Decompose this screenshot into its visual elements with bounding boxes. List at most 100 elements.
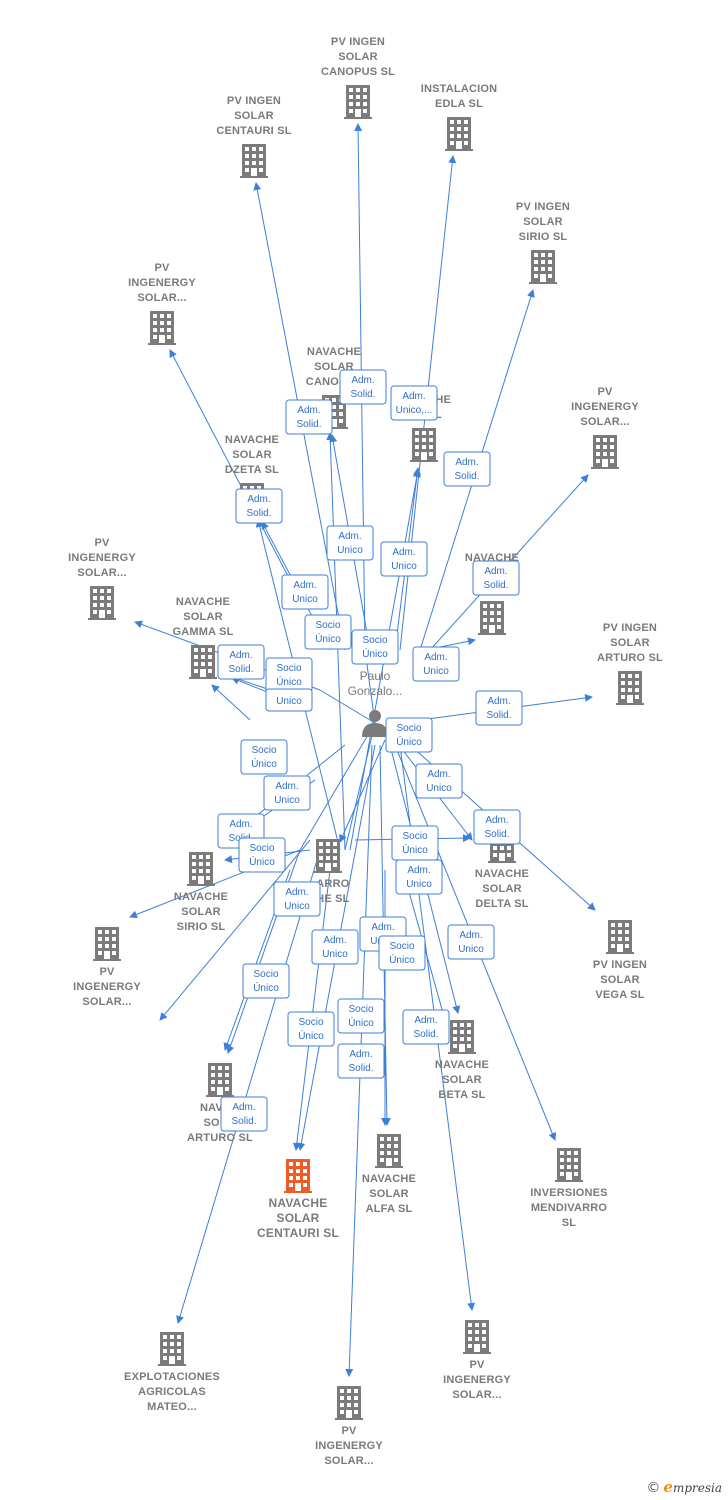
empresia-watermark: ©empresia	[646, 1478, 722, 1496]
company-label: SOLAR...	[580, 416, 629, 428]
badge-text: Único	[298, 1029, 324, 1042]
badge-text: Solid.	[228, 664, 253, 675]
building-icon	[344, 85, 372, 119]
badge-text: Único	[402, 843, 428, 856]
company-label: SOLAR...	[82, 996, 131, 1008]
relation-badge[interactable]: Adm.Unico	[415, 763, 463, 799]
company-label: SOLAR	[600, 974, 640, 986]
company-node-explotaciones-agricolas-mateo[interactable]: EXPLOTACIONESAGRICOLASMATEO...	[124, 1332, 220, 1413]
relation-badge[interactable]: Adm.Unico	[326, 525, 374, 561]
person-label: Paulo	[360, 669, 391, 683]
building-icon	[591, 435, 619, 469]
relation-badge[interactable]: Adm.Unico	[447, 924, 495, 960]
company-label: NAVACHE	[307, 346, 361, 358]
building-icon	[189, 645, 217, 679]
company-label: SOLAR...	[452, 1389, 501, 1401]
relation-badge[interactable]: Adm. Solid.	[217, 644, 265, 680]
person-node[interactable]: PauloGonzalo...	[348, 669, 403, 737]
company-label: ARTURO SL	[187, 1132, 253, 1144]
badge-text: Único	[276, 675, 302, 688]
badge-text: Unico	[423, 666, 449, 677]
company-label: ALFA SL	[366, 1203, 413, 1215]
company-label: MATEO...	[147, 1401, 197, 1413]
badge-text: Socio	[249, 843, 274, 854]
relation-badge[interactable]: Adm.Solid.	[339, 369, 387, 405]
company-label: GAMMA SL	[172, 626, 233, 638]
company-node-pv-ingenergy-solar-3[interactable]: PVINGENERGYSOLAR...	[68, 537, 136, 620]
relation-badge[interactable]: Adm.Unico	[263, 775, 311, 811]
relation-badge[interactable]: Adm.Solid.	[337, 1043, 385, 1079]
badge-text: Unico,...	[396, 405, 433, 416]
company-label: CANOPUS SL	[321, 66, 395, 78]
badge-text: Socio	[315, 620, 340, 631]
company-node-pv-ingenergy-solar-1[interactable]: PVINGENERGYSOLAR...	[128, 262, 196, 345]
badge-text: Adm.	[232, 1102, 255, 1113]
company-node-pv-ingenergy-solar-6[interactable]: PVINGENERGYSOLAR...	[315, 1386, 383, 1467]
badge-text: Adm.	[414, 1015, 437, 1026]
company-label: INGENERGY	[315, 1440, 383, 1452]
company-node-pv-ingenergy-solar-5[interactable]: PVINGENERGYSOLAR...	[443, 1320, 511, 1401]
company-label: INGENERGY	[443, 1374, 511, 1386]
person-icon	[362, 710, 388, 737]
company-label: SOLAR	[523, 216, 563, 228]
relation-badge[interactable]: Adm.Solid.	[235, 488, 283, 524]
relation-badge[interactable]: Adm.Solid.	[473, 809, 521, 845]
company-label: PV INGEN	[331, 36, 385, 48]
relation-badge[interactable]: Adm.Unico	[380, 541, 428, 577]
relation-edge	[211, 684, 251, 721]
badge-text: Unico	[274, 795, 300, 806]
badge-text: Adm.	[487, 696, 510, 707]
badge-text: Único	[396, 735, 422, 748]
relation-badge[interactable]: Adm.Solid.	[443, 451, 491, 487]
relation-badge[interactable]: Adm.Unico,...	[390, 385, 438, 421]
building-icon	[284, 1159, 312, 1193]
company-node-pv-ingenergy-solar-4[interactable]: PVINGENERGYSOLAR...	[73, 927, 141, 1008]
relation-badge[interactable]: Adm.Solid.	[475, 690, 523, 726]
company-label: PV	[99, 966, 115, 978]
badge-text: Único	[251, 757, 277, 770]
relation-badge[interactable]: Adm.Unico	[281, 574, 329, 610]
relation-badge[interactable]: Adm.Solid.	[402, 1009, 450, 1045]
relation-badge[interactable]: Adm.Unico	[311, 929, 359, 965]
relation-edge	[319, 689, 376, 724]
company-label: SOLAR	[181, 906, 221, 918]
relation-badge[interactable]: Adm.Solid.	[472, 560, 520, 596]
company-label: CENTAURI SL	[257, 1226, 339, 1240]
relation-badge[interactable]: Adm.Unico	[273, 881, 321, 917]
relation-badge[interactable]: Adm.Solid.	[220, 1096, 268, 1132]
relation-badge[interactable]: Adm.Unico	[395, 859, 443, 895]
relation-badge[interactable]: Adm.Unico	[412, 646, 460, 682]
relation-badge[interactable]: Unico	[265, 688, 313, 712]
company-label: PV	[94, 537, 110, 549]
badge-text: Adm.	[407, 865, 430, 876]
badge-text: Adm.	[229, 650, 252, 661]
company-node-pv-ingenergy-solar-2[interactable]: PVINGENERGYSOLAR...	[571, 386, 639, 469]
relation-badge[interactable]: Adm.Solid.	[285, 399, 333, 435]
building-icon	[478, 601, 506, 635]
